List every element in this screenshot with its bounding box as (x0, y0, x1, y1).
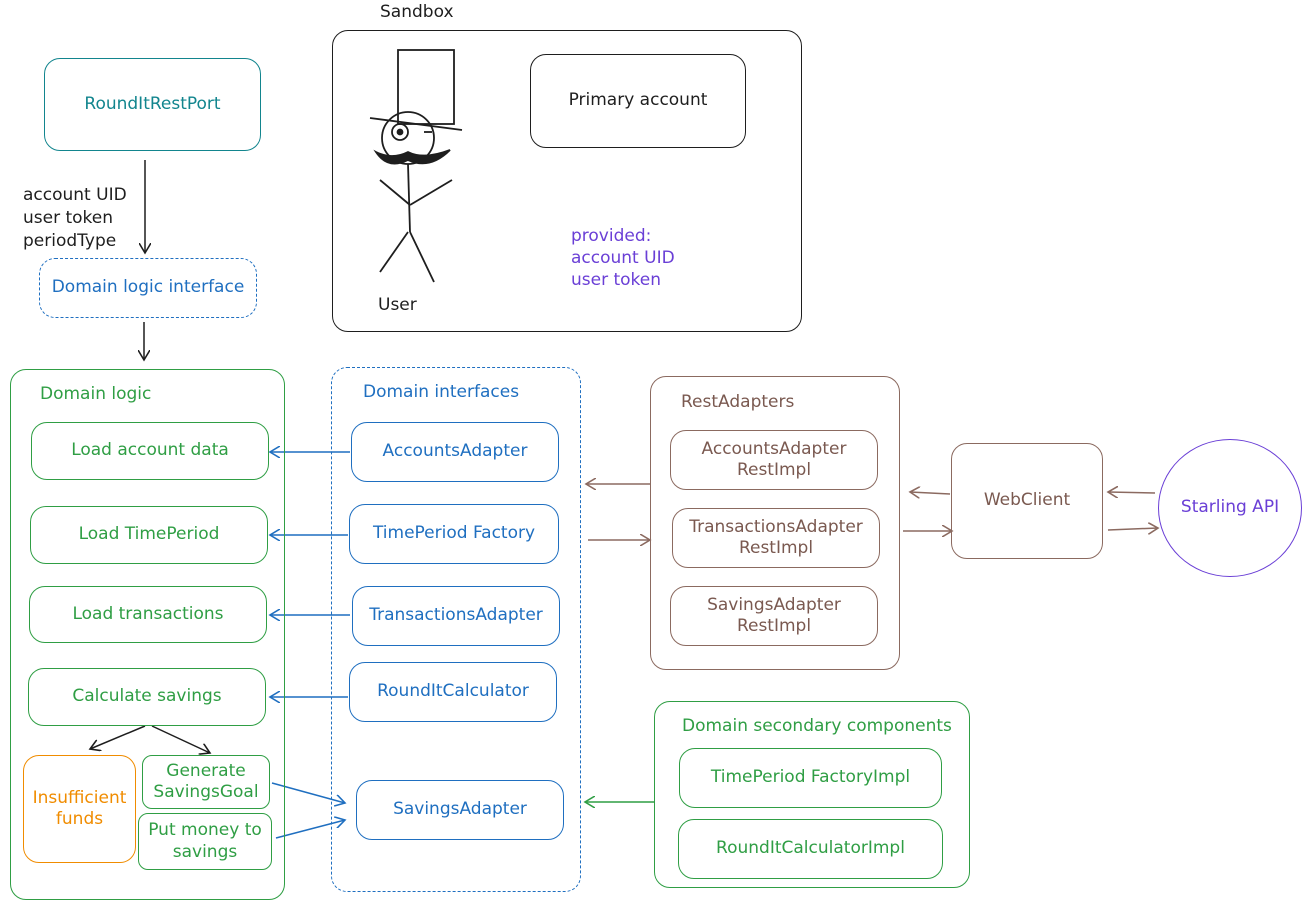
starling-api-circle: Starling API (1158, 439, 1302, 577)
transactionsadapter-box: TransactionsAdapter (352, 586, 560, 646)
arrow-calc-to-generate (151, 725, 210, 753)
timeperiod-factoryimpl-box: TimePeriod FactoryImpl (679, 748, 942, 808)
accountsadapter-restimpl-box: AccountsAdapter RestImpl (670, 430, 878, 490)
webclient-box: WebClient (951, 443, 1103, 559)
param-line: account UID (23, 185, 127, 205)
provided-line: account UID (571, 248, 675, 268)
load-timeperiod-box: Load TimePeriod (30, 506, 268, 564)
calculate-savings-box: Calculate savings (28, 668, 266, 726)
generate-savingsgoal-box: Generate SavingsGoal (142, 755, 270, 809)
rest-port-params: account UID user token periodType (23, 184, 127, 253)
sandbox-title: Sandbox (380, 2, 454, 22)
domain-interfaces-frame (331, 367, 581, 892)
param-line: user token (23, 208, 114, 228)
primary-account-box: Primary account (530, 54, 746, 148)
load-transactions-box: Load transactions (29, 586, 267, 643)
load-account-data-box: Load account data (31, 422, 269, 480)
domain-interfaces-title: Domain interfaces (363, 382, 520, 402)
arrow-webclient-to-starling (1107, 528, 1158, 530)
arrow-webclient-to-rest (910, 492, 951, 494)
put-money-to-savings-box: Put money to savings (138, 813, 272, 870)
domain-logic-title: Domain logic (40, 384, 152, 404)
secondary-components-frame (654, 701, 970, 888)
provided-line: provided: (571, 226, 652, 246)
restadapters-title: RestAdapters (681, 392, 795, 412)
savingsadapter-restimpl-box: SavingsAdapter RestImpl (670, 586, 878, 646)
secondary-components-title: Domain secondary components (682, 716, 952, 736)
user-figure-icon (369, 49, 463, 283)
rounditcalculatorimpl-box: RoundItCalculatorImpl (678, 819, 943, 879)
rounditcalculator-box: RoundItCalculator (349, 662, 557, 722)
provided-line: user token (571, 270, 662, 290)
domain-logic-frame (10, 369, 285, 900)
provided-note: provided: account UID user token (571, 225, 675, 291)
domain-logic-interface-box: Domain logic interface (39, 258, 257, 318)
param-line: periodType (23, 231, 117, 251)
transactionsadapter-restimpl-box: TransactionsAdapter RestImpl (672, 508, 880, 568)
arrow-calc-to-insufficient (90, 725, 146, 749)
arrow-starling-to-webclient (1108, 492, 1156, 493)
sandbox-frame (332, 30, 802, 332)
timeperiod-factory-box: TimePeriod Factory (349, 504, 559, 564)
restadapters-frame (650, 376, 900, 670)
user-label: User (378, 295, 417, 315)
accountsadapter-box: AccountsAdapter (351, 422, 559, 482)
savingsadapter-box: SavingsAdapter (356, 780, 564, 840)
insufficient-funds-box: Insufficient funds (23, 755, 136, 863)
arrow-put-to-savings (275, 820, 345, 839)
rounditrestport-box: RoundItRestPort (44, 58, 261, 151)
